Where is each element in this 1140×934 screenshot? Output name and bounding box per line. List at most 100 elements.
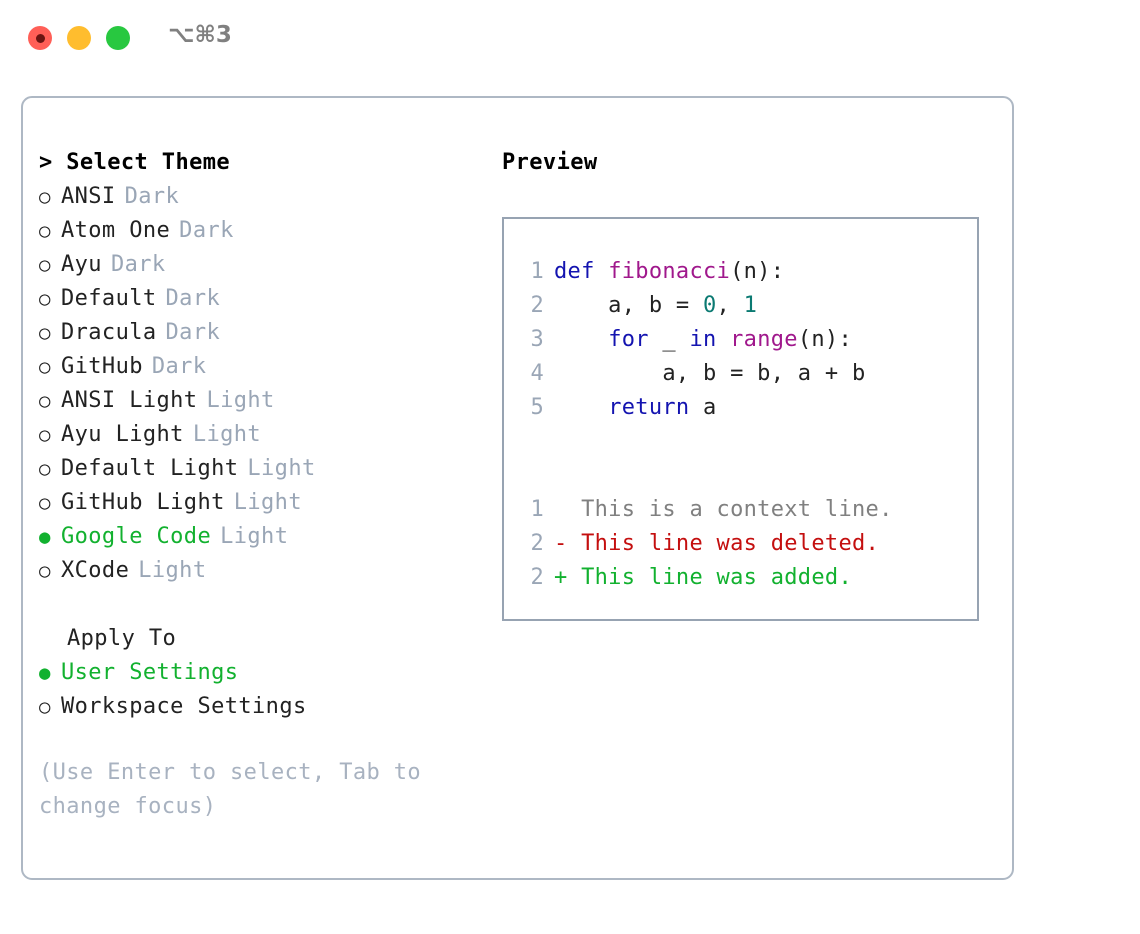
theme-variant-badge: Dark (165, 286, 221, 311)
diff-line-number: 1 (530, 497, 544, 522)
theme-variant-badge: Light (220, 524, 289, 549)
theme-variant-badge: Light (192, 422, 262, 447)
theme-variant-badge: Light (206, 388, 275, 413)
theme-option-label: Default Light (61, 456, 239, 481)
radio-selected-icon: ● (39, 662, 51, 684)
theme-variant-badge: Dark (165, 320, 221, 345)
diff-line-text: This is a context line. (554, 497, 893, 522)
theme-option-label: Atom One (61, 218, 171, 243)
radio-empty-icon: ○ (39, 288, 51, 310)
diff-sample: 1 This is a context line. 2 - This line wa… (518, 493, 977, 595)
code-token-plain (554, 327, 608, 352)
radio-empty-icon: ○ (39, 356, 51, 378)
select-theme-header: > Select Theme (39, 150, 231, 175)
theme-variant-badge: Dark (124, 184, 180, 209)
radio-empty-icon: ○ (39, 424, 51, 446)
diff-line-add: 2 + This line was added. (518, 561, 977, 595)
code-line-number: 1 (530, 259, 544, 284)
code-token-fn: range (730, 327, 798, 352)
diff-line-del: 2 - This line was deleted. (518, 527, 977, 561)
title-bar: ⌥⌘3 (0, 0, 1140, 78)
theme-variant-badge: Light (233, 490, 302, 515)
radio-empty-icon: ○ (39, 390, 51, 412)
code-line: 5 return a (518, 391, 977, 425)
minimize-window-button[interactable] (67, 26, 91, 50)
code-token-kw: def (554, 259, 609, 284)
code-line: 1 def fibonacci(n): (518, 255, 977, 289)
keyboard-hint-text: (Use Enter to select, Tab to change focu… (39, 760, 422, 819)
code-token-num: 1 (743, 293, 758, 318)
theme-option-ansi-light[interactable]: ○ ANSI Light Light (39, 384, 499, 418)
code-blank-line-2 (518, 459, 977, 493)
apply-to-option-list: ● User Settings ○ Workspace Settings (39, 656, 499, 724)
apply-to-option-workspace-settings[interactable]: ○ Workspace Settings (39, 690, 499, 724)
code-token-plain: a, b = b, a + b (554, 361, 866, 386)
code-line: 4 a, b = b, a + b (518, 357, 977, 391)
theme-variant-badge: Light (138, 558, 207, 583)
diff-line-ctx: 1 This is a context line. (518, 493, 977, 527)
diff-line-number: 2 (530, 565, 544, 590)
theme-option-label: Default (61, 286, 157, 311)
theme-option-label: XCode (61, 558, 130, 583)
diff-line-text: - This line was deleted. (554, 531, 880, 556)
apply-to-option-label: User Settings (61, 660, 239, 685)
code-line-number: 2 (530, 293, 544, 318)
apply-to-option-label: Workspace Settings (61, 694, 307, 719)
keyboard-shortcut-label: ⌥⌘3 (168, 22, 232, 48)
code-token-plain: _ (648, 327, 690, 352)
code-line: 3 for _ in range(n): (518, 323, 977, 357)
theme-option-label: ANSI Light (61, 388, 198, 413)
diff-line-text: + This line was added. (554, 565, 852, 590)
theme-option-atom-one[interactable]: ○ Atom One Dark (39, 214, 499, 248)
code-line-number: 4 (530, 361, 544, 386)
apply-to-header: Apply To (67, 626, 177, 651)
theme-option-label: Ayu Light (61, 422, 184, 447)
theme-option-label: GitHub (61, 354, 143, 379)
list-spacer (39, 588, 499, 622)
radio-empty-icon: ○ (39, 186, 51, 208)
radio-selected-icon: ● (39, 526, 51, 548)
traffic-light-group (28, 26, 130, 50)
code-token-kw: in (689, 327, 717, 352)
code-token-fn: fibonacci (608, 259, 731, 284)
theme-option-ansi[interactable]: ○ ANSI Dark (39, 180, 499, 214)
theme-option-label: ANSI (61, 184, 116, 209)
code-token-kw: for (608, 327, 649, 352)
theme-variant-badge: Dark (179, 218, 234, 243)
close-window-button[interactable] (28, 26, 52, 50)
zoom-window-button[interactable] (106, 26, 130, 50)
theme-option-default[interactable]: ○ Default Dark (39, 282, 499, 316)
code-line-number: 3 (530, 327, 544, 352)
theme-option-ayu-light[interactable]: ○ Ayu Light Light (39, 418, 499, 452)
theme-variant-badge: Dark (110, 252, 166, 277)
radio-empty-icon: ○ (39, 254, 51, 276)
code-token-plain (717, 327, 731, 352)
theme-option-label: Ayu (61, 252, 102, 277)
diff-line-number: 2 (530, 531, 544, 556)
theme-variant-badge: Light (247, 456, 316, 481)
code-token-plain: (n): (730, 259, 785, 284)
radio-empty-icon: ○ (39, 696, 51, 718)
preview-header: Preview (502, 150, 598, 175)
code-blank-line (518, 425, 977, 459)
apply-to-option-user-settings[interactable]: ● User Settings (39, 656, 499, 690)
radio-empty-icon: ○ (39, 220, 51, 242)
code-token-plain: a, b = (554, 293, 703, 318)
code-token-plain: (n): (797, 327, 853, 352)
code-token-num: 0 (703, 293, 717, 318)
theme-option-github[interactable]: ○ GitHub Dark (39, 350, 499, 384)
theme-option-ayu[interactable]: ○ Ayu Dark (39, 248, 499, 282)
radio-empty-icon: ○ (39, 322, 51, 344)
theme-option-label: GitHub Light (61, 490, 225, 515)
theme-variant-badge: Dark (151, 354, 207, 379)
